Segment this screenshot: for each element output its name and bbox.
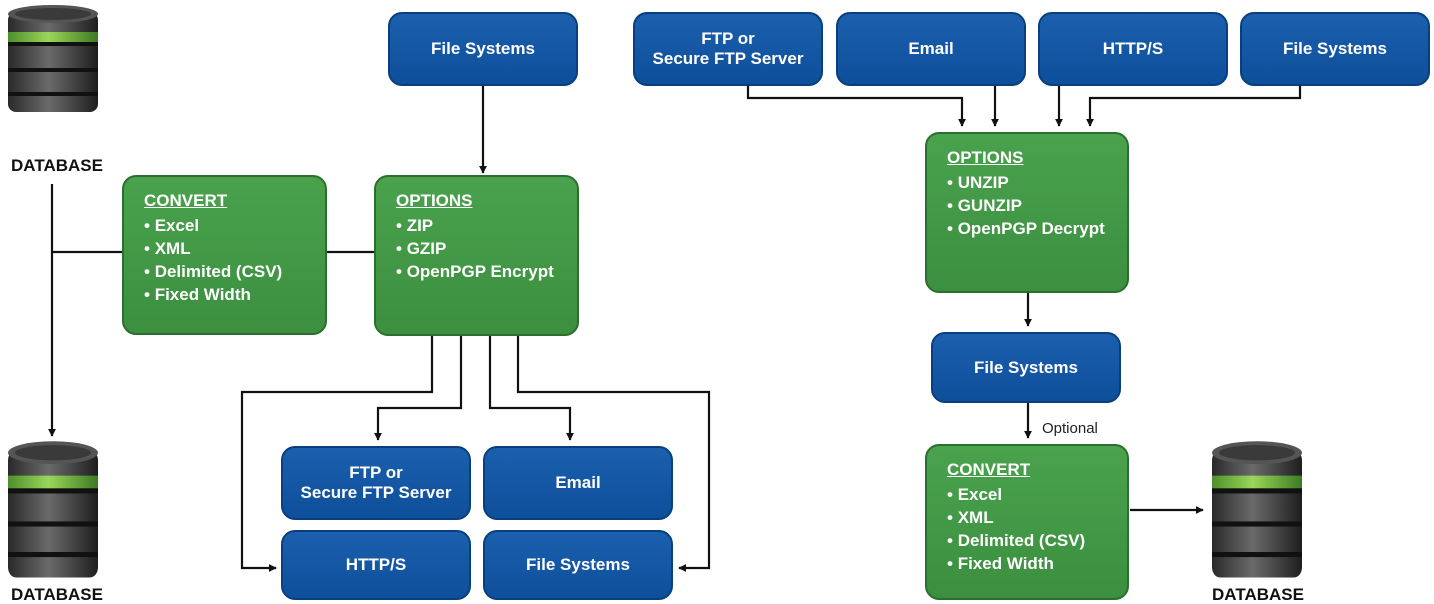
convert-box-right: CONVERT Excel XML Delimited (CSV) Fixed …	[925, 444, 1129, 600]
database-icon	[8, 441, 98, 578]
options-title: OPTIONS	[396, 191, 473, 210]
convert-title: CONVERT	[947, 460, 1031, 479]
options-item: UNZIP	[947, 171, 1127, 194]
convert-item: Fixed Width	[144, 283, 325, 306]
convert-item: Fixed Width	[947, 552, 1127, 575]
convert-item: XML	[144, 237, 325, 260]
arrow-options-to-http	[240, 336, 434, 572]
dest-email-box: Email	[483, 446, 673, 520]
arrow-ftp-to-options	[746, 86, 966, 127]
options-item: ZIP	[396, 214, 577, 237]
convert-item: Delimited (CSV)	[947, 529, 1127, 552]
options-item: GUNZIP	[947, 194, 1127, 217]
convert-box: CONVERT Excel XML Delimited (CSV) Fixed …	[122, 175, 327, 335]
convert-item: XML	[947, 506, 1127, 529]
database-icon	[8, 5, 98, 112]
convert-item: Excel	[144, 214, 325, 237]
arrow-filesystems-to-options-right	[1086, 86, 1302, 127]
options-title: OPTIONS	[947, 148, 1024, 167]
convert-item: Delimited (CSV)	[144, 260, 325, 283]
database-label: DATABASE	[11, 156, 103, 175]
database-label: DATABASE	[11, 585, 103, 604]
optional-label: Optional	[1042, 420, 1098, 437]
src-ftp-box: FTP or Secure FTP Server	[633, 12, 823, 86]
src-http-box: HTTP/S	[1038, 12, 1228, 86]
src-file-systems-box: File Systems	[1240, 12, 1430, 86]
options-item: OpenPGP Decrypt	[947, 217, 1127, 240]
options-item: GZIP	[396, 237, 577, 260]
convert-title: CONVERT	[144, 191, 228, 210]
dest-ftp-box: FTP or Secure FTP Server	[281, 446, 471, 520]
database-icon	[1212, 441, 1302, 578]
arrow-options-to-email	[488, 336, 574, 441]
options-item: OpenPGP Encrypt	[396, 260, 577, 283]
database-label: DATABASE	[1212, 585, 1304, 604]
src-email-box: Email	[836, 12, 1026, 86]
options-box-right: OPTIONS UNZIP GUNZIP OpenPGP Decrypt	[925, 132, 1129, 293]
mid-file-systems-box: File Systems	[931, 332, 1121, 403]
convert-item: Excel	[947, 483, 1127, 506]
arrow-options-to-ftp	[374, 336, 463, 441]
dest-http-box: HTTP/S	[281, 530, 471, 600]
arrow-options-to-filesystems	[516, 336, 711, 572]
source-file-systems-box: File Systems	[388, 12, 578, 86]
dest-file-systems-box: File Systems	[483, 530, 673, 600]
options-box: OPTIONS ZIP GZIP OpenPGP Encrypt	[374, 175, 579, 336]
